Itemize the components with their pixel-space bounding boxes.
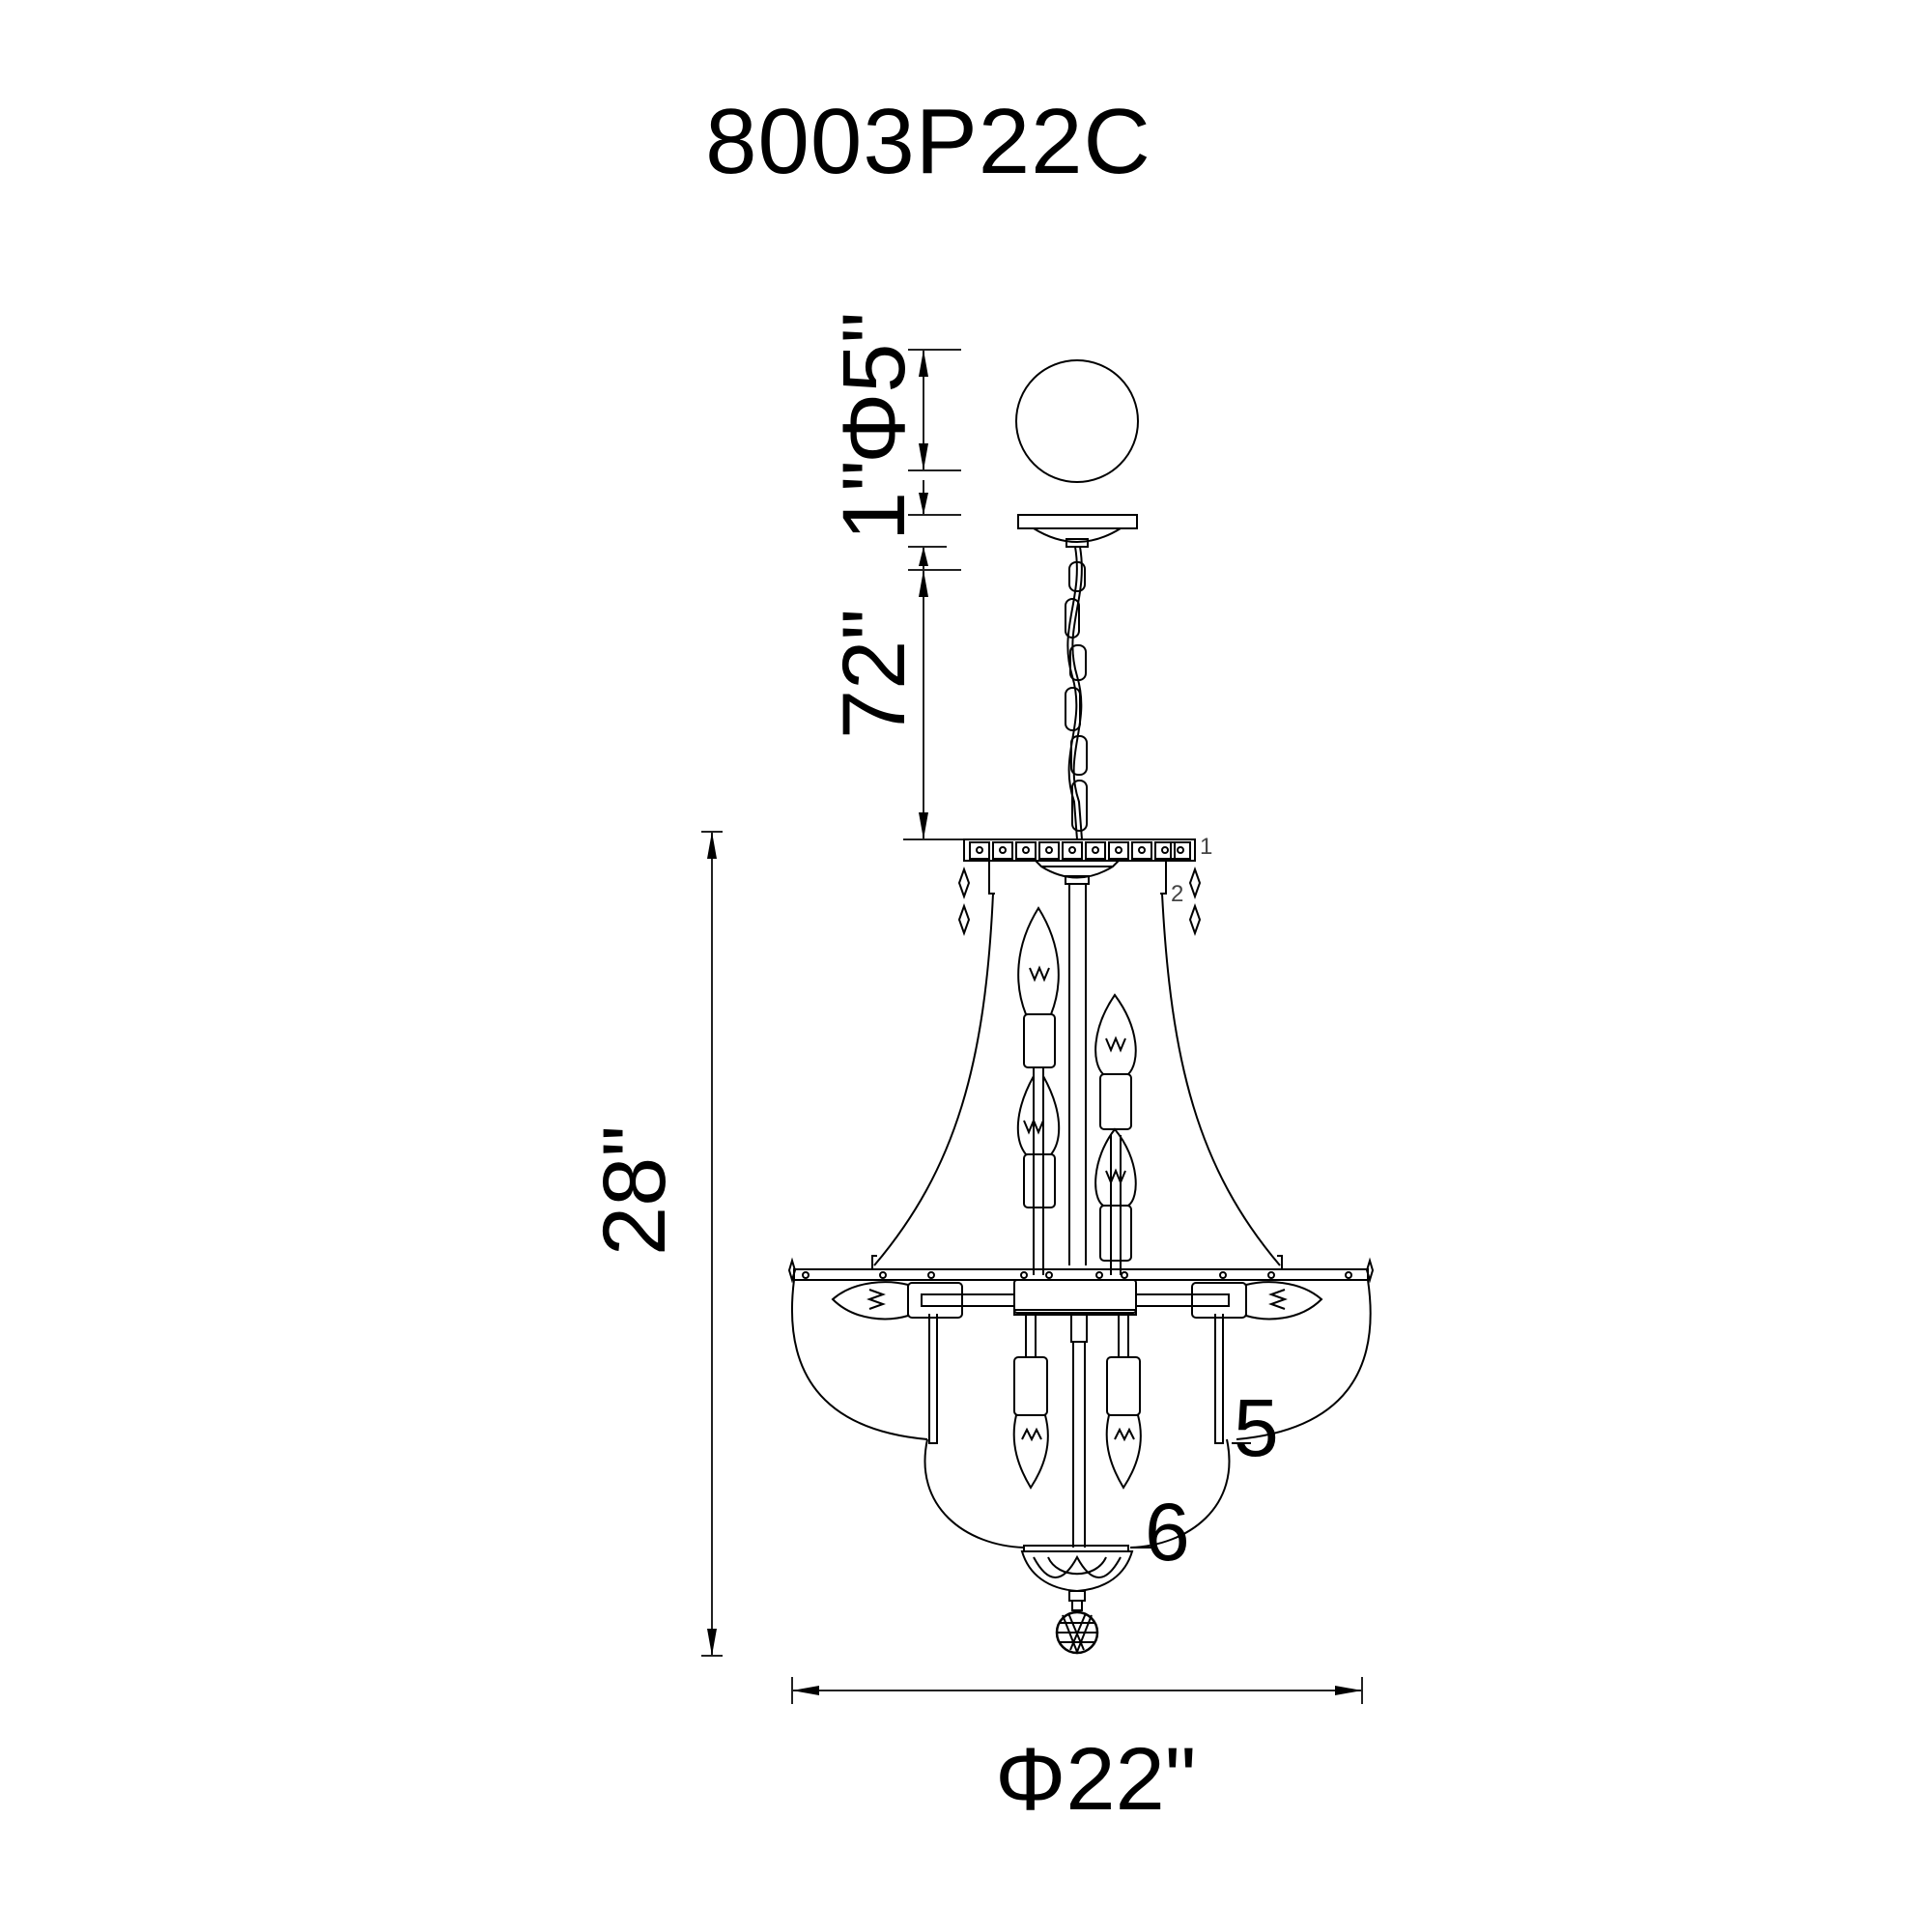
upper-candle-bulbs bbox=[1016, 906, 1137, 1275]
callout-leaders bbox=[1130, 1442, 1251, 1548]
bottom-bowl bbox=[1020, 1545, 1134, 1611]
crystal-ball bbox=[1055, 1610, 1099, 1655]
center-stem bbox=[1068, 884, 1087, 1265]
lower-candle-bulbs bbox=[1012, 1314, 1142, 1548]
lower-swag-chains bbox=[790, 1279, 1372, 1548]
main-ring-bar bbox=[787, 1255, 1375, 1284]
center-hub bbox=[921, 1279, 1230, 1316]
canopy-top-view bbox=[1015, 359, 1139, 483]
canopy-side-view bbox=[1017, 514, 1138, 548]
width-dimension bbox=[791, 1677, 1363, 1704]
height-dimension bbox=[701, 831, 723, 1657]
callout-1: 1 bbox=[1200, 834, 1213, 860]
top-crown-ring bbox=[957, 838, 1202, 936]
side-candle-bulbs bbox=[831, 1281, 1323, 1321]
fixture-diameter-label: Φ22" bbox=[995, 1730, 1197, 1829]
canopy-height-label: 1" bbox=[825, 460, 923, 541]
upper-swag-chains bbox=[873, 893, 1281, 1266]
model-number-title: 8003P22C bbox=[705, 90, 1151, 193]
fixture-height-label: 28" bbox=[585, 1125, 684, 1256]
chain-length-label: 72" bbox=[825, 609, 923, 739]
canopy-diameter-label: Φ5" bbox=[825, 311, 923, 464]
chain bbox=[1065, 546, 1088, 840]
callout-6: 6 bbox=[1145, 1487, 1190, 1577]
callout-2: 2 bbox=[1171, 881, 1184, 907]
top-dimension-lines bbox=[903, 349, 963, 840]
callout-5: 5 bbox=[1234, 1382, 1279, 1473]
